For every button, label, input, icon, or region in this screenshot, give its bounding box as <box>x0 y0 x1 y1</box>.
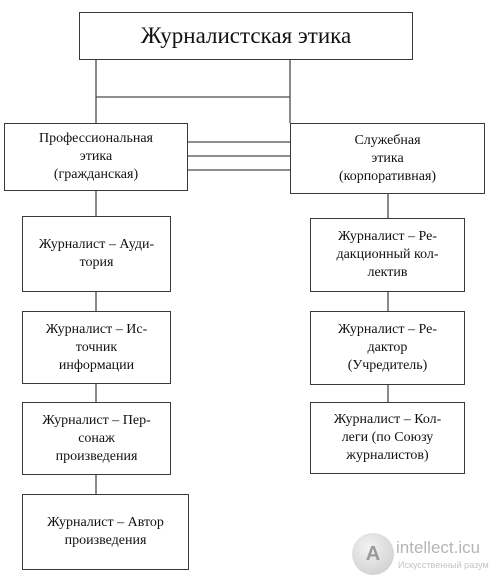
relation-line-3: произведения <box>55 448 138 464</box>
branch-box-professional-ethics: Профессиональная этика (гражданская) <box>4 123 188 191</box>
relation-box-journalist-source: Журналист – Ис- точник информации <box>22 311 171 384</box>
relation-line-3: журналистов) <box>346 448 429 463</box>
relation-line-2: произведения <box>64 533 147 548</box>
relation-line-2: точник <box>75 339 118 355</box>
relation-box-journalist-character: Журналист – Пер- сонаж произведения <box>22 402 171 475</box>
branch-line-2: этика <box>371 150 404 166</box>
watermark-title: intellect.icu <box>396 538 481 557</box>
branch-line-1: Профессиональная <box>38 131 153 146</box>
root-title: Журналистская этика <box>140 23 352 48</box>
relation-box-journalist-audience: Журналист – Ауди- тория <box>22 216 171 292</box>
relation-line-1: Журналист – Ре- <box>338 322 437 337</box>
relation-box-journalist-author: Журналист – Автор произведения <box>22 494 189 570</box>
watermark-badge-icon <box>352 533 394 575</box>
watermark-logo: A intellect.icu Искусственный разум <box>352 533 493 577</box>
relation-box-journalist-editorial-team: Журналист – Ре- дакционный кол- лектив <box>310 218 465 292</box>
relation-box-journalist-editor: Журналист – Ре- дактор (Учредитель) <box>310 311 465 385</box>
relation-line-1: Журналист – Ис- <box>45 321 148 337</box>
relation-line-1: Журналист – Пер- <box>42 412 151 428</box>
relation-line-1: Журналист – Автор <box>47 515 164 530</box>
watermark-subtitle: Искусственный разум <box>398 560 489 570</box>
branch-line-3: (корпоративная) <box>338 168 437 184</box>
relation-line-1: Журналист – Ре- <box>338 229 437 244</box>
relation-line-2: тория <box>79 255 114 270</box>
relation-box-journalist-colleagues: Журналист – Кол- леги (по Союзу журналис… <box>310 402 465 474</box>
relation-line-2: сонаж <box>78 430 115 446</box>
branch-line-1: Служебная <box>354 132 421 148</box>
root-box-journalistic-ethics: Журналистская этика <box>79 12 413 60</box>
watermark-badge-letter: A <box>365 543 381 565</box>
relation-line-1: Журналист – Ауди- <box>38 237 155 252</box>
relation-line-3: лектив <box>367 265 408 280</box>
branch-line-2: этика <box>79 149 113 164</box>
branch-line-3: (гражданская) <box>53 167 139 182</box>
relation-line-2: дактор <box>367 340 408 355</box>
relation-line-3: информации <box>58 357 135 373</box>
relation-line-1: Журналист – Кол- <box>333 412 442 427</box>
relation-line-2: дакционный кол- <box>336 247 439 262</box>
branch-box-service-ethics: Служебная этика (корпоративная) <box>290 123 485 194</box>
relation-line-2: леги (по Союзу <box>341 430 434 445</box>
relation-line-3: (Учредитель) <box>347 358 428 373</box>
